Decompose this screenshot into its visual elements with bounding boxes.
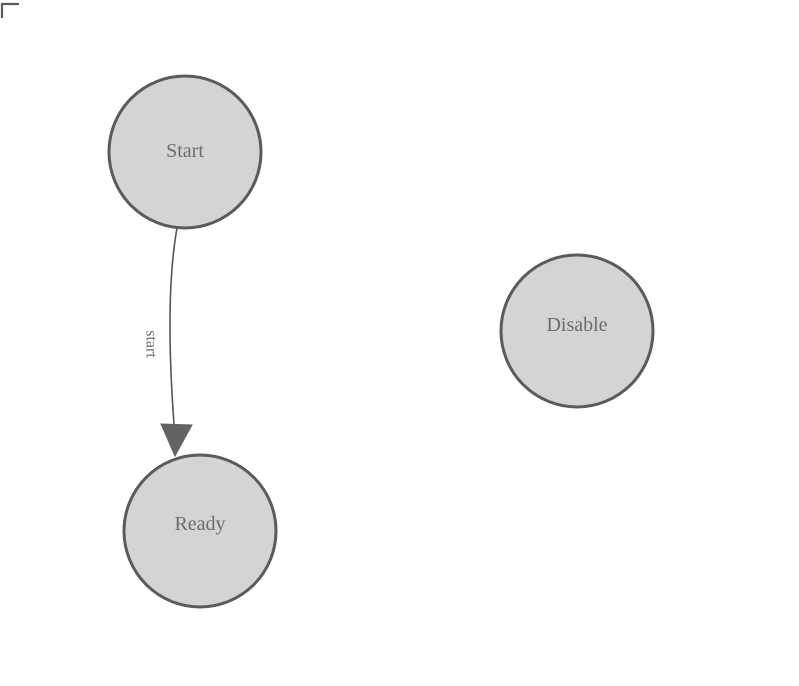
node-disable-label: Disable	[546, 314, 607, 336]
node-disable[interactable]: Disable	[499, 253, 655, 409]
node-disable-circle[interactable]	[499, 253, 655, 409]
edge-path	[169, 227, 178, 425]
arrowhead-icon	[160, 423, 193, 458]
node-start-circle[interactable]	[107, 74, 263, 230]
edge-label-start: start	[143, 330, 160, 358]
node-ready-circle[interactable]	[122, 453, 278, 609]
node-start[interactable]: Start	[107, 74, 263, 230]
edge-start-to-ready[interactable]: start	[143, 227, 193, 458]
top-left-corner-mark-icon	[0, 2, 19, 18]
node-start-label: Start	[166, 140, 204, 162]
node-ready-label: Ready	[174, 513, 225, 535]
node-ready[interactable]: Ready	[122, 453, 278, 609]
